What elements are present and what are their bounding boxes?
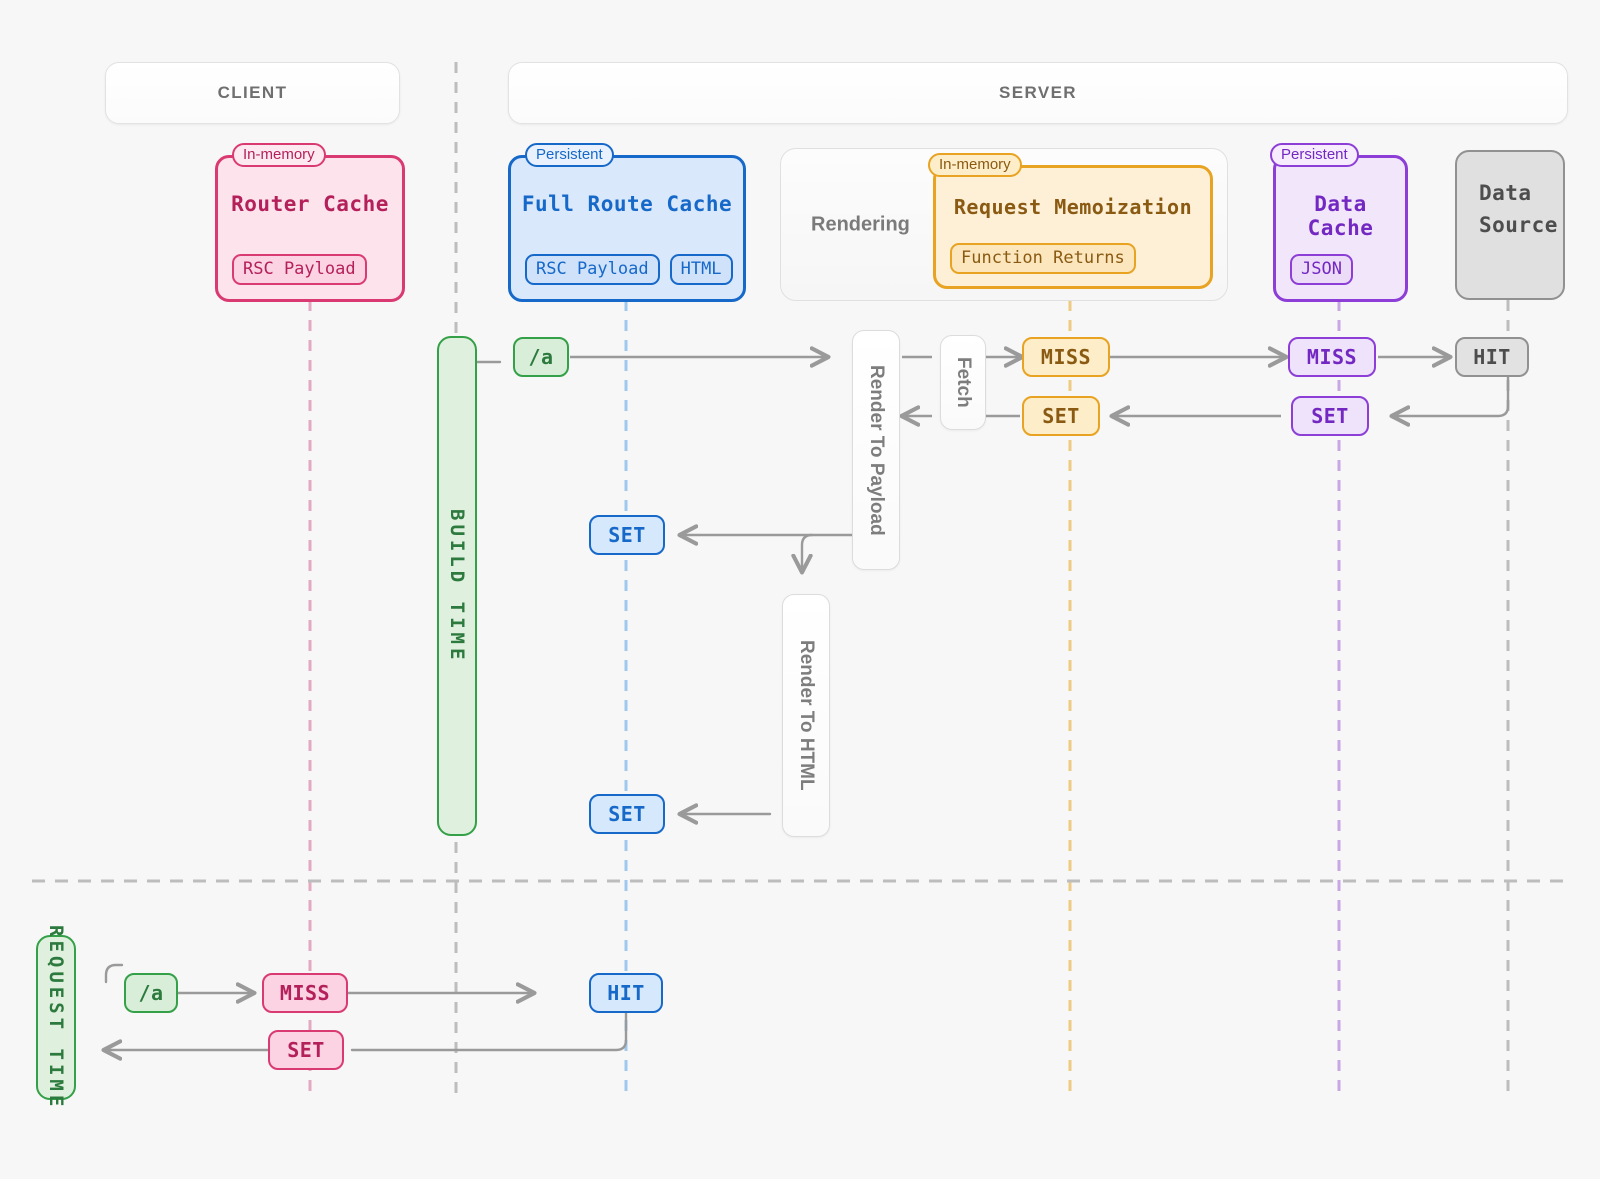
full-route-cache-persistence-badge: Persistent <box>525 143 614 167</box>
rail-request-time-label: REQUEST TIME <box>45 924 67 1111</box>
pill-data-cache-miss-label: MISS <box>1306 345 1358 369</box>
process-render-to-payload-label: Render To Payload <box>866 364 887 536</box>
full-route-cache-title: Full Route Cache <box>521 192 733 216</box>
chip-html: HTML <box>669 254 733 285</box>
data-cache-title: Data Cache <box>1307 192 1374 240</box>
zone-header-server: SERVER <box>508 62 1568 124</box>
zone-header-client: CLIENT <box>105 62 400 124</box>
chip-function-returns: Function Returns <box>950 243 1136 274</box>
pill-data-cache-set-label: SET <box>1311 404 1349 428</box>
pill-request-route-request[interactable]: /a <box>124 973 178 1013</box>
process-render-to-html[interactable]: Render To HTML <box>782 594 830 837</box>
zone-label-server: SERVER <box>998 83 1077 102</box>
pill-memoization-miss[interactable]: MISS <box>1022 337 1110 377</box>
data-cache-chips: JSON <box>1290 254 1391 285</box>
process-render-to-payload[interactable]: Render To Payload <box>852 330 900 570</box>
router-cache-persistence-badge: In-memory <box>232 143 326 167</box>
pill-data-source-hit-label: HIT <box>1473 345 1511 369</box>
chip-rsc-payload: RSC Payload <box>232 254 367 285</box>
pill-router-cache-miss-label: MISS <box>279 981 331 1005</box>
rail-build-time: BUILD TIME <box>437 336 477 836</box>
request-memoization-persistence-badge: In-memory <box>928 153 1022 177</box>
arrow-request-rail-to-route-a <box>104 963 124 984</box>
pill-data-source-hit[interactable]: HIT <box>1455 337 1529 377</box>
chip-rsc-payload: RSC Payload <box>525 254 660 285</box>
pill-data-cache-set[interactable]: SET <box>1291 396 1369 436</box>
pill-router-cache-set-label: SET <box>287 1038 325 1062</box>
card-full-route-cache[interactable]: Persistent Full Route Cache RSC Payload … <box>508 143 746 302</box>
pill-memoization-miss-label: MISS <box>1040 345 1092 369</box>
pill-full-route-cache-set-html-label: SET <box>608 802 646 826</box>
rail-request-time: REQUEST TIME <box>36 925 76 1110</box>
process-fetch[interactable]: Fetch <box>940 335 986 430</box>
router-cache-title: Router Cache <box>231 192 389 216</box>
rail-build-time-label: BUILD TIME <box>446 508 468 664</box>
arrow-frc-hit-to-router-set <box>350 1011 628 1052</box>
arrow-render-payload-to-render-html <box>802 533 814 572</box>
card-router-cache[interactable]: In-memory Router Cache RSC Payload <box>215 143 405 302</box>
pill-request-route-request-label: /a <box>138 981 164 1005</box>
process-render-to-html-label: Render To HTML <box>796 640 817 791</box>
zone-label-client: CLIENT <box>217 83 288 102</box>
chip-json: JSON <box>1290 254 1353 285</box>
pill-build-route-request[interactable]: /a <box>513 337 569 377</box>
full-route-cache-chips: RSC Payload HTML <box>525 254 733 285</box>
pill-router-cache-set[interactable]: SET <box>268 1030 344 1070</box>
rendering-group-label: Rendering <box>811 213 910 235</box>
pill-router-cache-miss[interactable]: MISS <box>262 973 348 1013</box>
pill-full-route-cache-set-html[interactable]: SET <box>589 794 665 834</box>
pill-full-route-cache-hit[interactable]: HIT <box>589 973 663 1013</box>
router-cache-chips: RSC Payload <box>232 254 388 285</box>
data-cache-persistence-badge: Persistent <box>1270 143 1359 167</box>
arrow-source-hit-to-data-set <box>1392 373 1510 416</box>
pill-data-cache-miss[interactable]: MISS <box>1288 337 1376 377</box>
pill-memoization-set-label: SET <box>1042 404 1080 428</box>
pill-memoization-set[interactable]: SET <box>1022 396 1100 436</box>
card-data-cache[interactable]: Persistent Data Cache JSON <box>1270 143 1408 302</box>
pill-full-route-cache-hit-label: HIT <box>607 981 645 1005</box>
data-source-title: Data Source <box>1479 181 1558 237</box>
card-data-source[interactable]: Data Source <box>1455 150 1565 300</box>
pill-full-route-cache-set-payload-label: SET <box>608 523 646 547</box>
process-fetch-label: Fetch <box>953 357 974 408</box>
request-memoization-chips: Function Returns <box>950 243 1196 274</box>
request-memoization-title: Request Memoization <box>953 195 1193 219</box>
card-request-memoization[interactable]: In-memory Request Memoization Function R… <box>928 153 1213 289</box>
pill-build-route-request-label: /a <box>528 345 554 369</box>
pill-full-route-cache-set-payload[interactable]: SET <box>589 515 665 555</box>
